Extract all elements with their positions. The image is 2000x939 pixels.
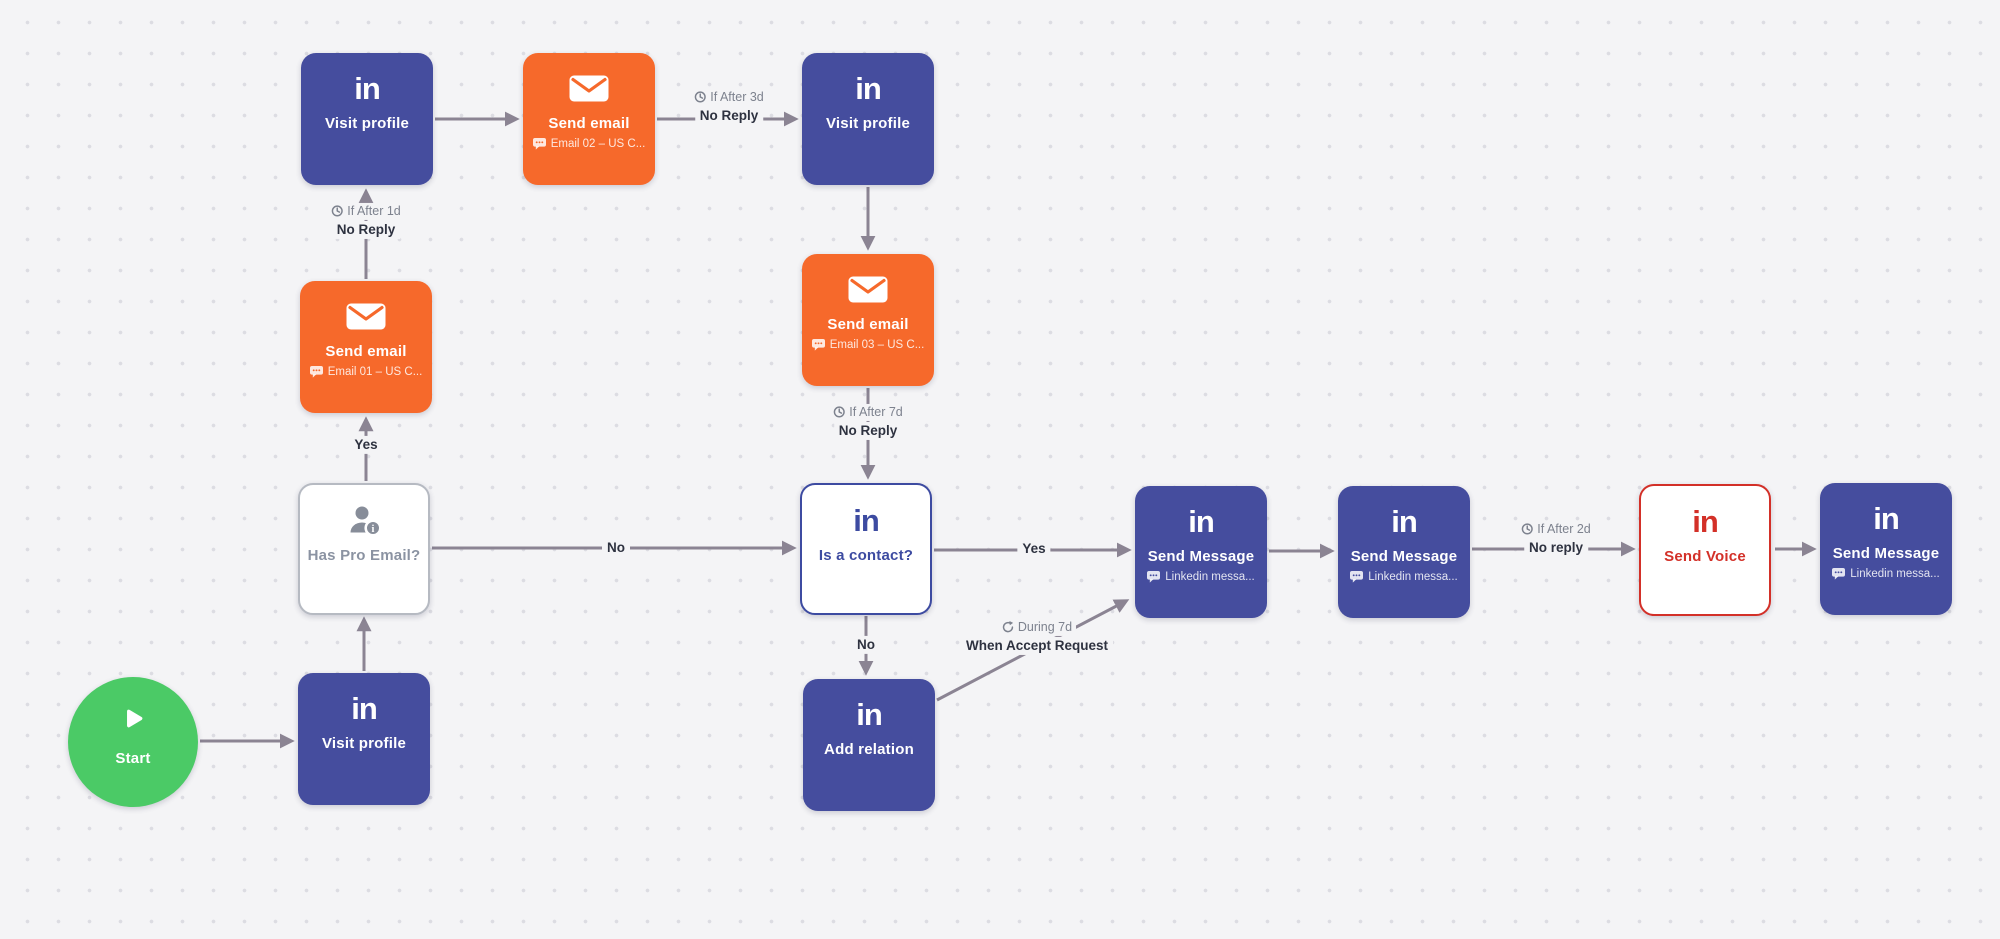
envelope-icon	[346, 303, 386, 330]
edge-add-relation-to-send-message-1	[936, 599, 1130, 702]
linkedin-icon: in	[856, 696, 883, 732]
linkedin-icon: in	[1188, 503, 1215, 539]
node-title: Visit profile	[324, 115, 409, 132]
linkedin-icon: in	[855, 70, 882, 106]
linkedin-icon: in	[1692, 503, 1719, 539]
node-subtitle-text: Email 03 – US C...	[829, 339, 925, 352]
svg-text:i: i	[371, 524, 374, 535]
chat-icon	[1147, 571, 1161, 583]
node-title: Send Message	[1147, 548, 1255, 565]
chat-icon	[1350, 571, 1364, 583]
node-subtitle-text: Email 02 – US C...	[550, 138, 646, 151]
node-subtitle: Linkedin messa...	[1350, 571, 1458, 583]
node-subtitle: Linkedin messa...	[1832, 568, 1940, 580]
node-subtitle-text: Linkedin messa...	[1850, 568, 1940, 581]
envelope-icon	[848, 276, 888, 303]
node-subtitle: Email 02 – US C...	[532, 138, 646, 151]
chat-icon	[811, 339, 825, 351]
node-title: Add relation	[824, 741, 914, 758]
linkedin-icon: in	[853, 502, 880, 538]
chat-icon	[309, 366, 323, 378]
node-title: Visit profile	[321, 735, 406, 752]
node-title: Send email	[325, 343, 407, 360]
node-title: Send Message	[1350, 548, 1458, 565]
node-subtitle-text: Linkedin messa...	[1165, 571, 1255, 584]
linkedin-icon: in	[1391, 503, 1418, 539]
linkedin-icon: in	[351, 690, 378, 726]
node-start[interactable]: Start	[68, 677, 198, 807]
chat-icon	[1832, 568, 1846, 580]
linkedin-icon: in	[1873, 500, 1900, 536]
linkedin-icon: in	[354, 70, 381, 106]
node-subtitle-text: Email 01 – US C...	[327, 366, 423, 379]
node-title: Send email	[548, 115, 630, 132]
node-title: Has Pro Email?	[307, 547, 421, 564]
node-subtitle: Email 01 – US C...	[309, 366, 423, 379]
node-title: Send Message	[1832, 545, 1940, 562]
node-title: Start	[115, 750, 151, 767]
node-subtitle: Email 03 – US C...	[811, 339, 925, 352]
node-title: Send email	[827, 316, 909, 333]
node-title: Is a contact?	[818, 547, 914, 564]
envelope-icon	[569, 75, 609, 102]
node-subtitle: Linkedin messa...	[1147, 571, 1255, 583]
play-icon	[122, 707, 145, 730]
node-is-a-contact[interactable]: in Is a contact?	[800, 483, 932, 615]
node-subtitle-text: Linkedin messa...	[1368, 571, 1458, 584]
person-info-icon: i	[346, 504, 383, 537]
node-title: Send Voice	[1664, 548, 1746, 565]
node-title: Visit profile	[825, 115, 910, 132]
chat-icon	[532, 138, 546, 150]
